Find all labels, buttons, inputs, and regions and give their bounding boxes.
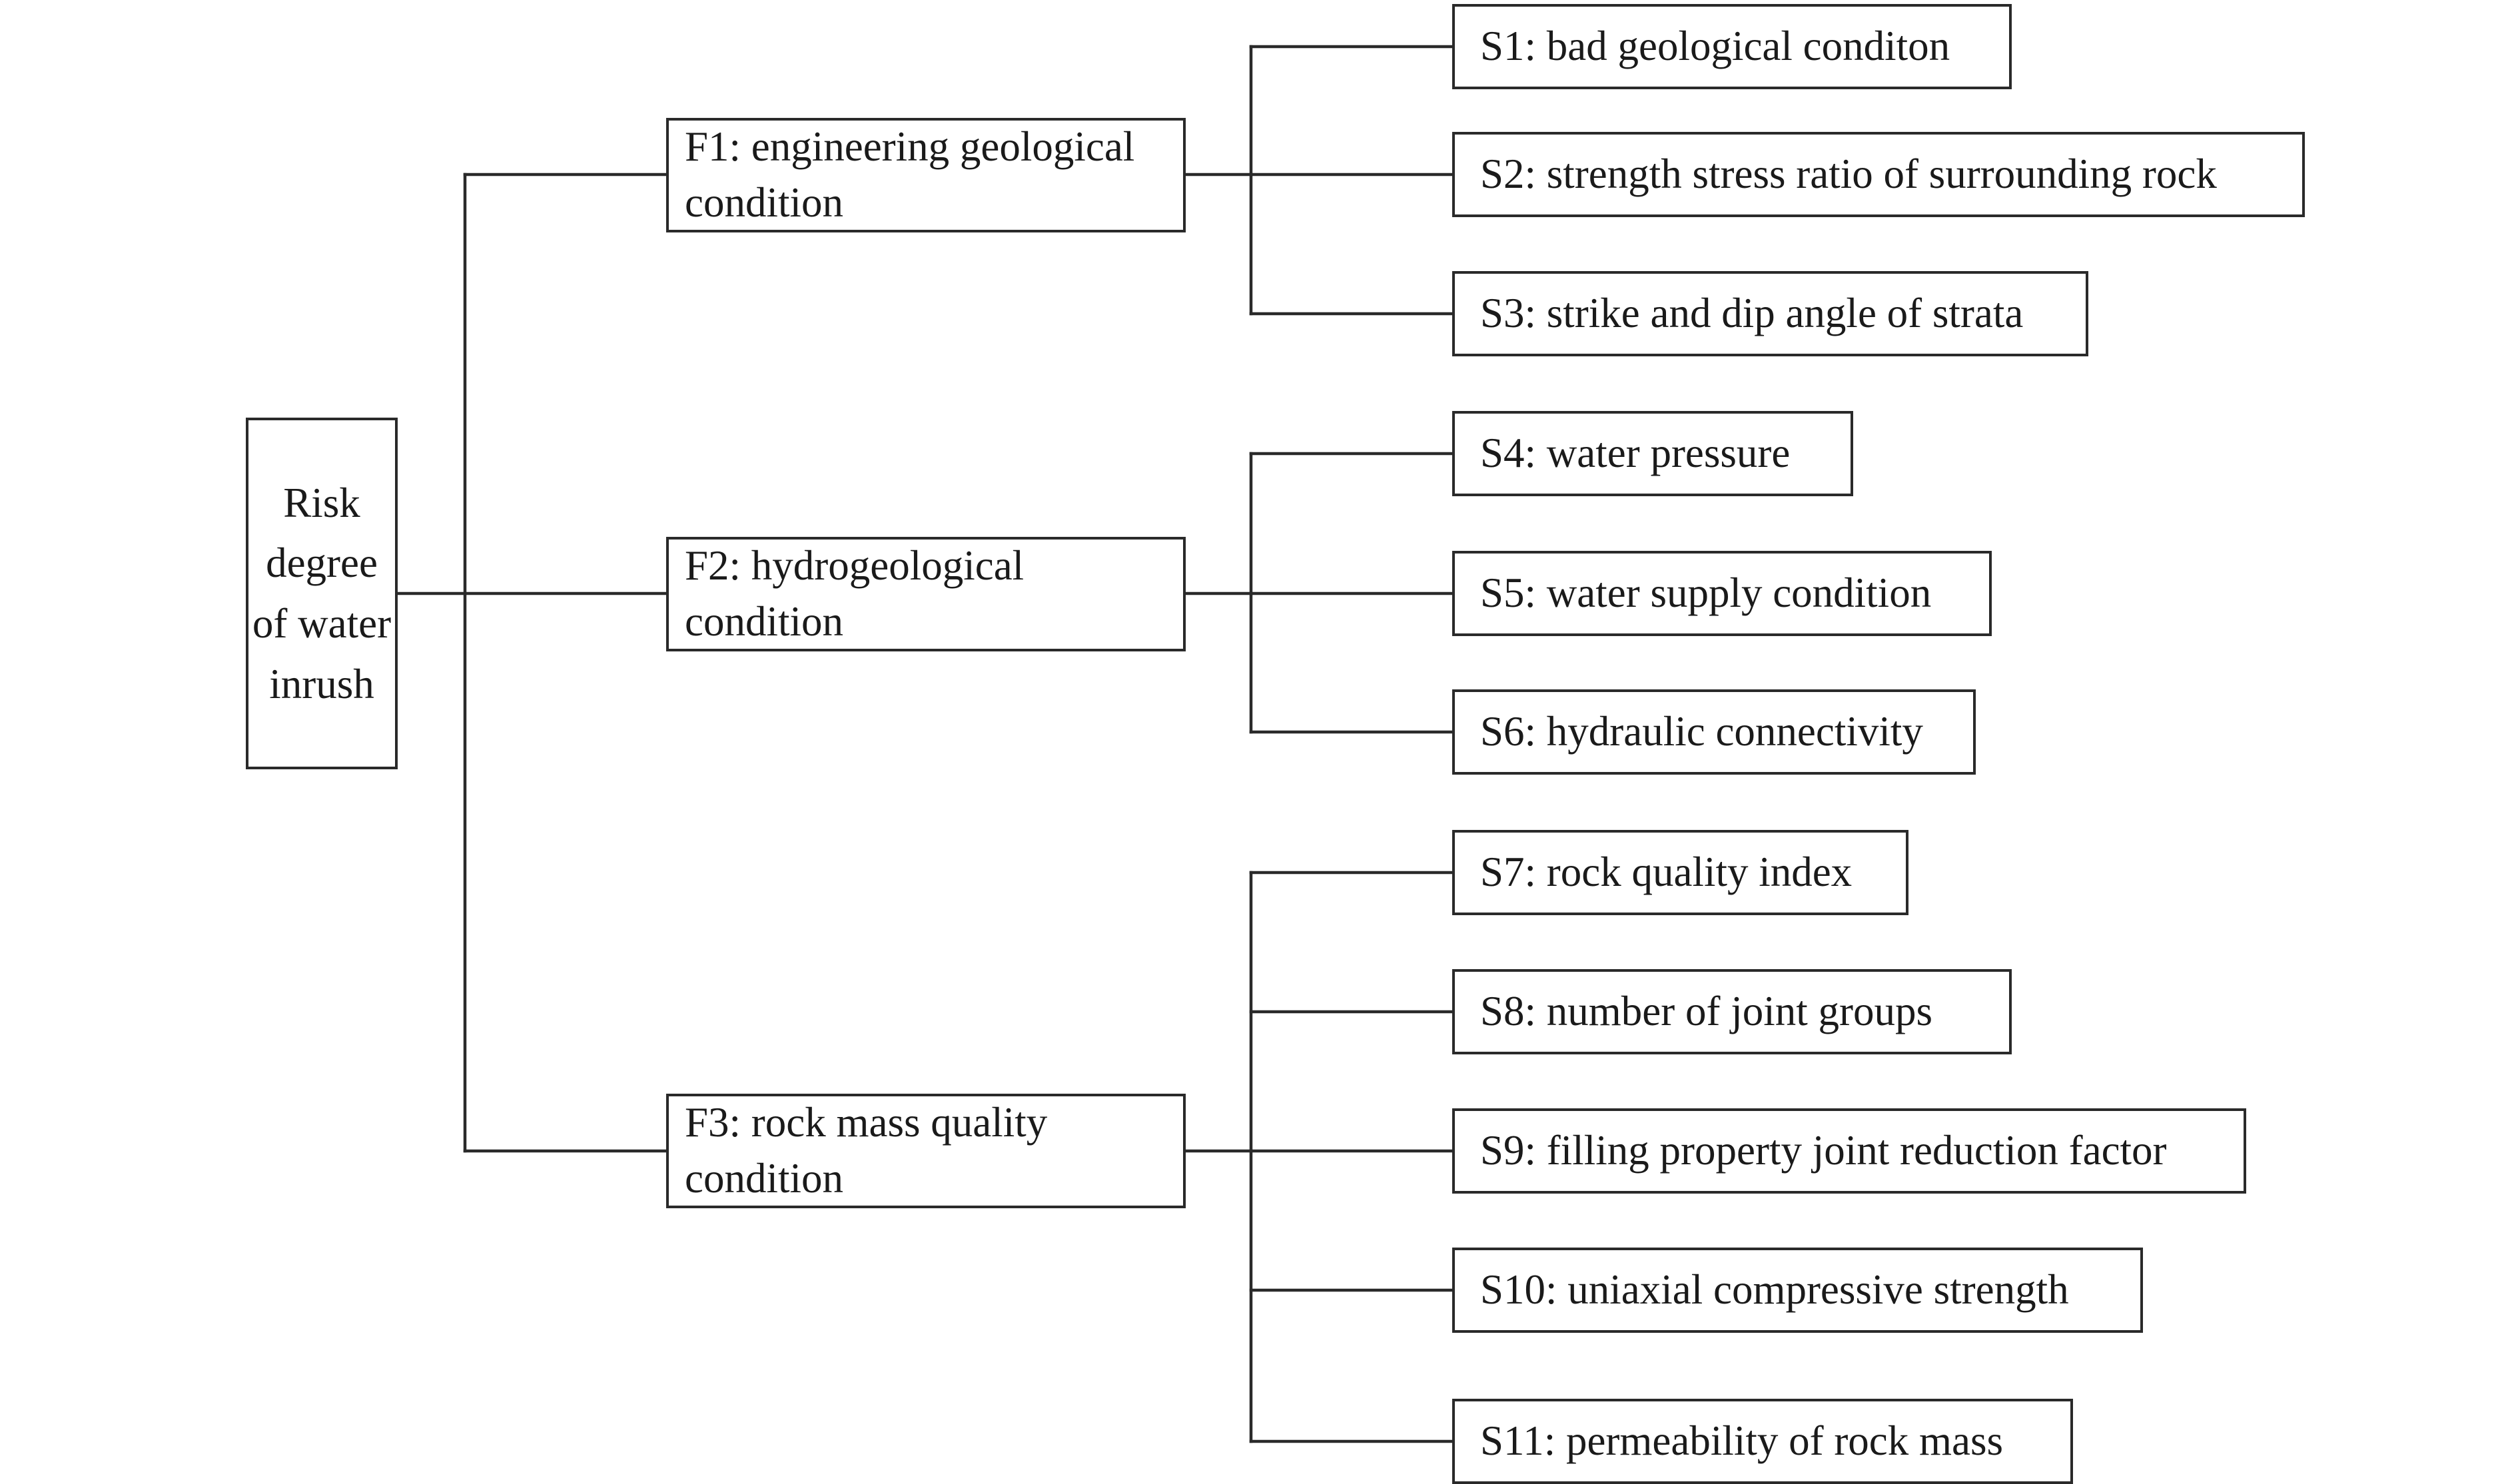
indicator-node-s11: S11: permeability of rock mass — [1452, 1399, 2073, 1484]
factor-node-label: F3: rock mass quality condition — [685, 1099, 1048, 1202]
indicator-node-label: S2: strength stress ratio of surrounding… — [1480, 151, 2217, 198]
indicator-node-label: S1: bad geological conditon — [1480, 23, 1950, 70]
factor-node-f2: F2: hydrogeological condition — [666, 537, 1186, 651]
indicator-node-label: S8: number of joint groups — [1480, 988, 1932, 1035]
root-node-label: Risk degree of water inrush — [252, 479, 392, 707]
factor-node-label: F2: hydrogeological condition — [685, 542, 1025, 645]
factor-node-f3: F3: rock mass quality condition — [666, 1094, 1186, 1208]
indicator-node-s8: S8: number of joint groups — [1452, 969, 2012, 1054]
root-node: Risk degree of water inrush — [246, 418, 398, 769]
indicator-node-s2: S2: strength stress ratio of surrounding… — [1452, 132, 2305, 217]
indicator-node-s1: S1: bad geological conditon — [1452, 4, 2012, 89]
indicator-node-label: S11: permeability of rock mass — [1480, 1417, 2004, 1465]
indicator-node-s5: S5: water supply condition — [1452, 551, 1992, 636]
factor-node-f1: F1: engineering geological condition — [666, 118, 1186, 232]
indicator-node-label: S6: hydraulic connectivity — [1480, 708, 1923, 755]
indicator-node-s6: S6: hydraulic connectivity — [1452, 689, 1976, 775]
indicator-node-label: S4: water pressure — [1480, 430, 1791, 477]
indicator-node-label: S9: filling property joint reduction fac… — [1480, 1127, 2167, 1174]
indicator-node-label: S7: rock quality index — [1480, 849, 1853, 896]
indicator-node-label: S10: uniaxial compressive strength — [1480, 1266, 2069, 1313]
indicator-node-s9: S9: filling property joint reduction fac… — [1452, 1108, 2246, 1194]
indicator-node-s3: S3: strike and dip angle of strata — [1452, 271, 2088, 356]
factor-node-label: F1: engineering geological condition — [685, 123, 1135, 226]
indicator-node-label: S5: water supply condition — [1480, 569, 1932, 617]
indicator-node-label: S3: strike and dip angle of strata — [1480, 290, 2024, 337]
indicator-node-s7: S7: rock quality index — [1452, 830, 1908, 915]
indicator-node-s4: S4: water pressure — [1452, 411, 1853, 496]
indicator-node-s10: S10: uniaxial compressive strength — [1452, 1248, 2143, 1333]
